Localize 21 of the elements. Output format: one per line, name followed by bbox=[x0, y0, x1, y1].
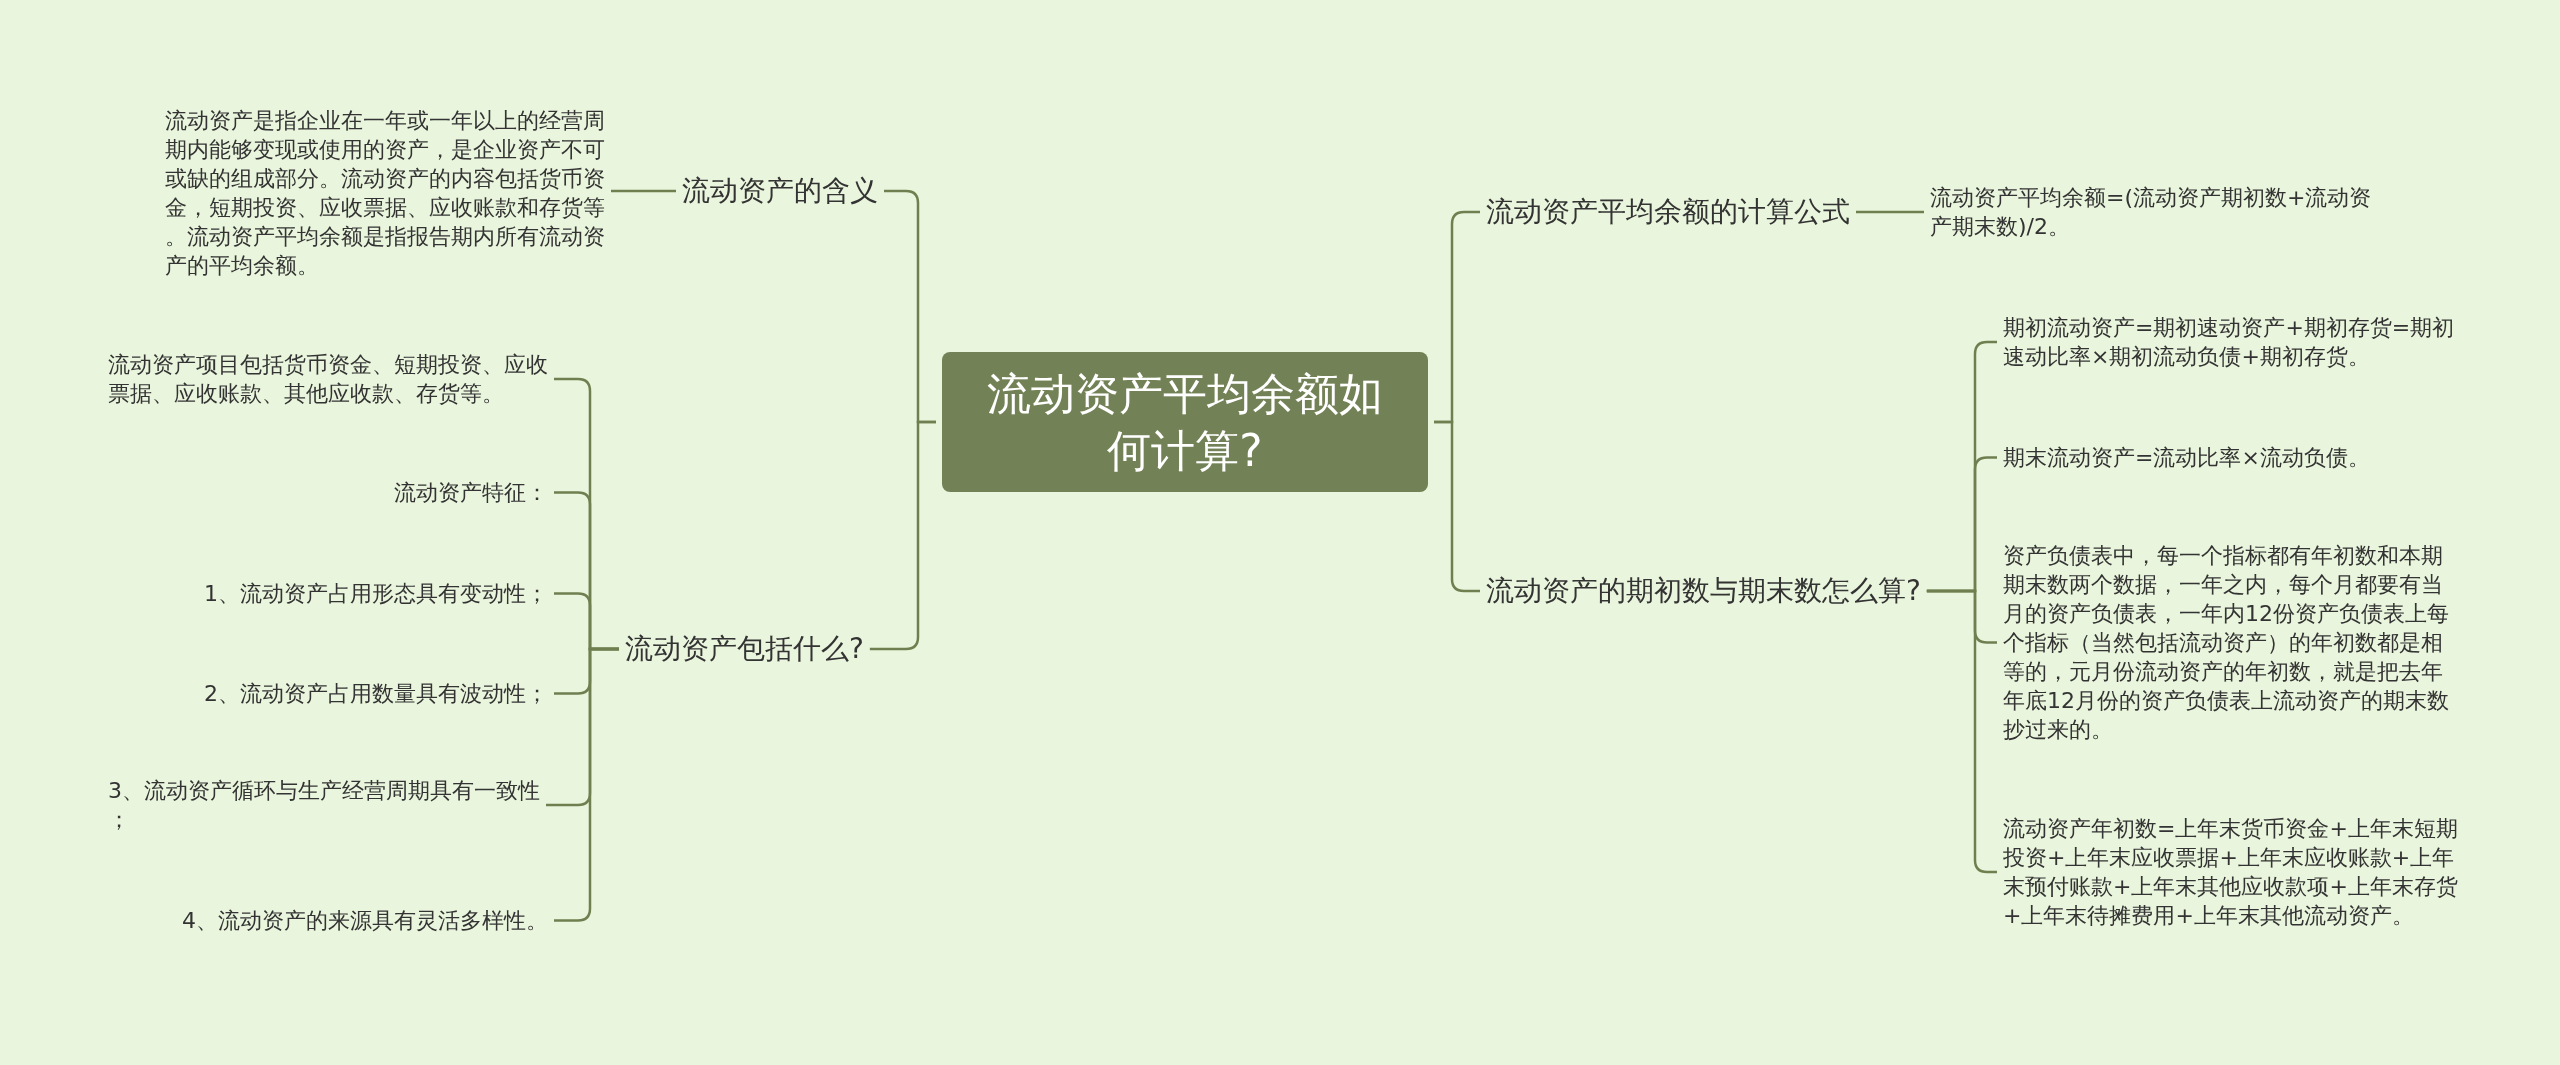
topic-text: 流动资产平均余额=(流动资产期初数+流动资产期末数)/2。 bbox=[1930, 183, 2375, 241]
topic-text: 3、流动资产循环与生产经营周期具有一致性； bbox=[108, 776, 553, 834]
connector-line bbox=[869, 420, 936, 651]
topic-text: 4、流动资产的来源具有灵活多样性。 bbox=[100, 906, 548, 935]
topic-text: 2、流动资产占用数量具有波动性； bbox=[100, 679, 548, 708]
central-topic: 流动资产平均余额如何计算? bbox=[942, 352, 1428, 492]
branch-topic: 流动资产的含义 bbox=[682, 172, 897, 210]
branch-topic: 流动资产包括什么? bbox=[625, 630, 875, 668]
topic-text: 流动资产是指企业在一年或一年以上的经营周期内能够变现或使用的资产，是企业资产不可或缺的组成部分。流动资产的内容包括货币资金，短期投资、应收票据、应收账款和存货等。流动资产平均余额是指报告期内所有流动资产的平均余额。 bbox=[165, 106, 620, 280]
topic-text: 期末流动资产=流动比率×流动负债。 bbox=[2003, 443, 2458, 472]
topic-text: 期初流动资产=期初速动资产+期初存货=期初速动比率×期初流动负债+期初存货。 bbox=[2003, 313, 2458, 371]
topic-text: 流动资产年初数=上年末货币资金+上年末短期投资+上年末应收票据+上年末应收账款+上年末预付账款+上年末其他应收款项+上年末存货+上年末待摊费用+上年末其他流动资产。 bbox=[2003, 814, 2458, 930]
connector-line bbox=[1856, 210, 1924, 214]
topic-text: 流动资产项目包括货币资金、短期投资、应收票据、应收账款、其他应收款、存货等。 bbox=[108, 350, 563, 408]
topic-text: 流动资产特征： bbox=[300, 478, 548, 507]
branch-topic: 流动资产平均余额的计算公式 bbox=[1486, 193, 1886, 231]
topic-text: 资产负债表中，每一个指标都有年初数和本期期末数两个数据，一年之内，每个月都要有当月的资产负债表，一年内12份资产负债表上每个指标（当然包括流动资产）的年初数都是相等的，元月份流动资产的年初数，就是把去年年底12月份的资产负债表上流动资产的期末数抄过来的。 bbox=[2003, 541, 2458, 744]
connector-line bbox=[554, 647, 619, 922]
connector-line bbox=[611, 189, 676, 193]
branch-topic: 流动资产的期初数与期末数怎么算? bbox=[1486, 572, 1926, 610]
topic-text: 1、流动资产占用形态具有变动性； bbox=[100, 579, 548, 608]
